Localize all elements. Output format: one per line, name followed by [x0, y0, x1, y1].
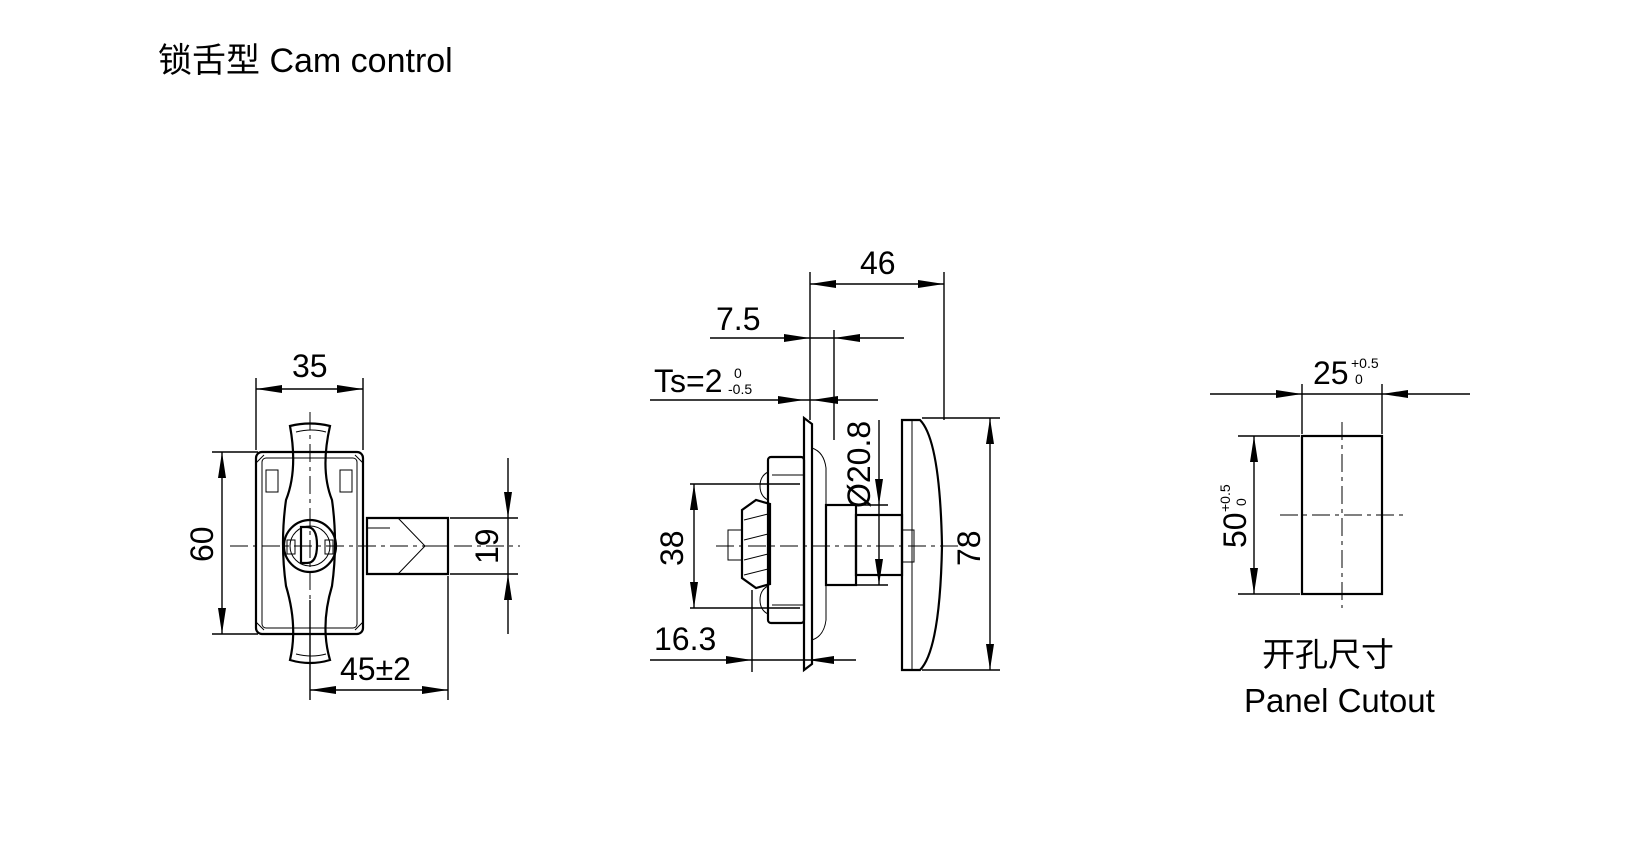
ts-tol-upper: 0	[734, 365, 742, 381]
handle-side	[900, 418, 944, 672]
front-height-dim: 60	[184, 526, 220, 562]
front-view: 35 60 19 45±2	[184, 348, 520, 700]
cutout-width-tol-upper: +0.5	[1351, 355, 1379, 371]
shaft	[824, 503, 858, 587]
body-height-dim: 38	[654, 530, 690, 566]
depth-dim: 16.3	[654, 621, 716, 657]
ts-tol-lower: -0.5	[728, 381, 752, 397]
handle-height-dim: 78	[951, 530, 987, 566]
flange-dim: 7.5	[716, 301, 760, 337]
panel-flange	[802, 415, 814, 673]
cutout-width-dim: 25	[1313, 355, 1349, 391]
side-overall-dim: 46	[860, 245, 896, 281]
cam-nut	[740, 498, 772, 590]
cam-width-dim: 19	[469, 528, 505, 564]
diameter-dim: Ø20.8	[841, 421, 877, 508]
cam-outline	[365, 516, 450, 576]
side-view: 46 7.5 Ts=2 0 -0.5 Ø20.8 38 78	[650, 245, 1000, 673]
cutout-height-tol-upper: +0.5	[1217, 484, 1233, 512]
front-width-dim: 35	[292, 348, 328, 384]
panel-cutout: 25 +0.5 0 50 +0.5 0 开孔尺寸 Panel Cutout	[1210, 355, 1470, 719]
cutout-caption-en: Panel Cutout	[1244, 682, 1435, 719]
cam-length-dim: 45±2	[340, 651, 411, 687]
t-handle-outline	[281, 422, 337, 665]
cutout-caption-cn: 开孔尺寸	[1262, 636, 1394, 673]
cutout-height-tol-lower: 0	[1233, 498, 1249, 506]
cutout-height-dim: 50	[1217, 512, 1253, 548]
drawing-title: 锁舌型 Cam control	[158, 42, 453, 80]
lock-body	[766, 455, 806, 625]
ts-label: Ts=2	[654, 363, 722, 399]
cutout-width-tol-lower: 0	[1355, 371, 1363, 387]
